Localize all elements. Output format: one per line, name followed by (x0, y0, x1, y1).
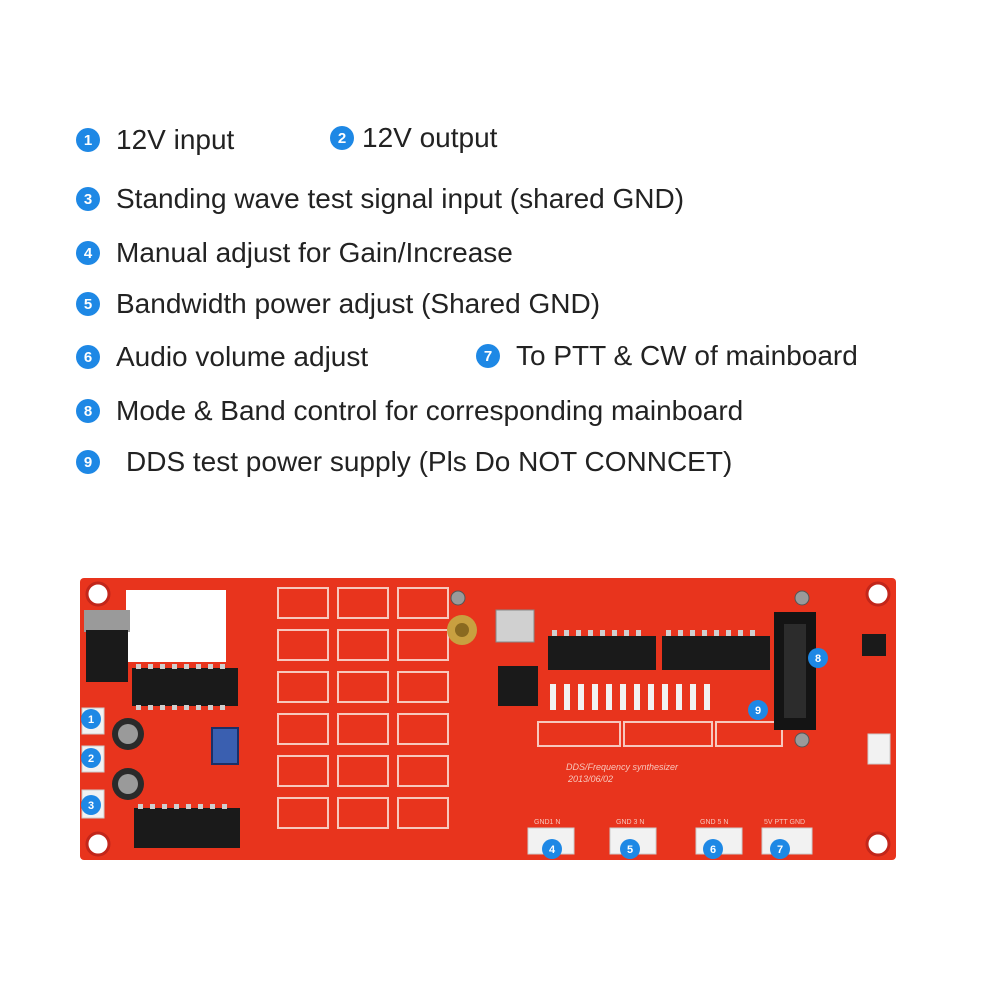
marker-4: 4 (542, 839, 562, 859)
marker-1: 1 (81, 709, 101, 729)
silk-title: DDS/Frequency synthesizer (566, 762, 679, 772)
sma-connector (447, 615, 477, 645)
marker-2: 2 (81, 748, 101, 768)
crystal-oscillator (495, 609, 535, 643)
marker-6: 6 (703, 839, 723, 859)
capacitor-2 (112, 768, 144, 800)
screws (450, 590, 810, 748)
marker-1-label: 1 (88, 714, 94, 726)
legend-item-6: 6 Audio volume adjust (76, 341, 368, 373)
legend-text-5: Bandwidth power adjust (Shared GND) (116, 288, 601, 319)
legend-item-5: 5 Bandwidth power adjust (Shared GND) (76, 288, 600, 320)
marker-9-label: 9 (755, 705, 761, 717)
marker-6-label: 6 (710, 844, 716, 856)
legend-item-8: 8 Mode & Band control for corresponding … (76, 395, 743, 427)
badge-1: 1 (76, 128, 100, 152)
legend-text-6: Audio volume adjust (116, 341, 369, 372)
left-ic-bottom (134, 804, 240, 848)
connector-label-5: GND 3 N (616, 819, 644, 826)
pcb-board: DDS/Frequency synthesizer 2013/06/02 GND… (80, 578, 896, 860)
legend-item-4: 4 Manual adjust for Gain/Increase (76, 237, 513, 269)
legend-text-4: Manual adjust for Gain/Increase (116, 237, 513, 268)
marker-8: 8 (808, 648, 828, 668)
left-ic-top (132, 664, 238, 710)
badge-2: 2 (330, 126, 354, 150)
mode-band-header (774, 612, 816, 730)
right-side-connector (867, 733, 891, 765)
marker-9: 9 (748, 700, 768, 720)
dds-chip (498, 666, 538, 706)
connector-label-6: GND 5 N (700, 819, 728, 826)
badge-5: 5 (76, 292, 100, 316)
legend-item-3: 3 Standing wave test signal input (share… (76, 183, 684, 215)
badge-7: 7 (476, 344, 500, 368)
mounting-holes (85, 581, 891, 857)
badge-3: 3 (76, 187, 100, 211)
legend-item-9: 9 DDS test power supply (Pls Do NOT CONN… (76, 446, 732, 478)
connector-label-7: 5V PTT GND (764, 819, 805, 826)
silk-date: 2013/06/02 (567, 774, 613, 784)
microcontroller-right (662, 630, 770, 670)
legend-text-2: 12V output (362, 122, 498, 153)
legend-item-2: 2 12V output (330, 122, 497, 154)
relay-pad-grid (277, 587, 449, 829)
legend-text-7: To PTT & CW of mainboard (516, 340, 858, 371)
resistor-row (550, 684, 710, 710)
legend-text-8: Mode & Band control for corresponding ma… (116, 395, 744, 426)
voltage-regulator (84, 610, 130, 682)
legend-text-3: Standing wave test signal input (shared … (116, 183, 685, 214)
legend-item-7: 7 To PTT & CW of mainboard (476, 340, 858, 372)
marker-3: 3 (81, 795, 101, 815)
marker-5: 5 (620, 839, 640, 859)
connector-label-4: GND1 N (534, 819, 560, 826)
marker-2-label: 2 (88, 753, 94, 765)
pin-header-pads (537, 721, 783, 747)
capacitor-1 (112, 718, 144, 750)
trim-potentiometer (211, 727, 239, 765)
badge-4: 4 (76, 241, 100, 265)
badge-6: 6 (76, 345, 100, 369)
legend-text-1: 12V input (116, 124, 235, 155)
blank-label-area (126, 590, 226, 662)
marker-7-label: 7 (777, 844, 783, 856)
marker-3-label: 3 (88, 800, 94, 812)
legend-item-1: 1 12V input (76, 124, 234, 156)
microcontroller-left (548, 630, 656, 670)
badge-8: 8 (76, 399, 100, 423)
marker-5-label: 5 (627, 844, 633, 856)
badge-9: 9 (76, 450, 100, 474)
marker-4-label: 4 (549, 844, 556, 856)
right-small-ic (862, 634, 886, 656)
legend-text-9: DDS test power supply (Pls Do NOT CONNCE… (126, 446, 733, 477)
marker-8-label: 8 (815, 653, 821, 665)
marker-7: 7 (770, 839, 790, 859)
